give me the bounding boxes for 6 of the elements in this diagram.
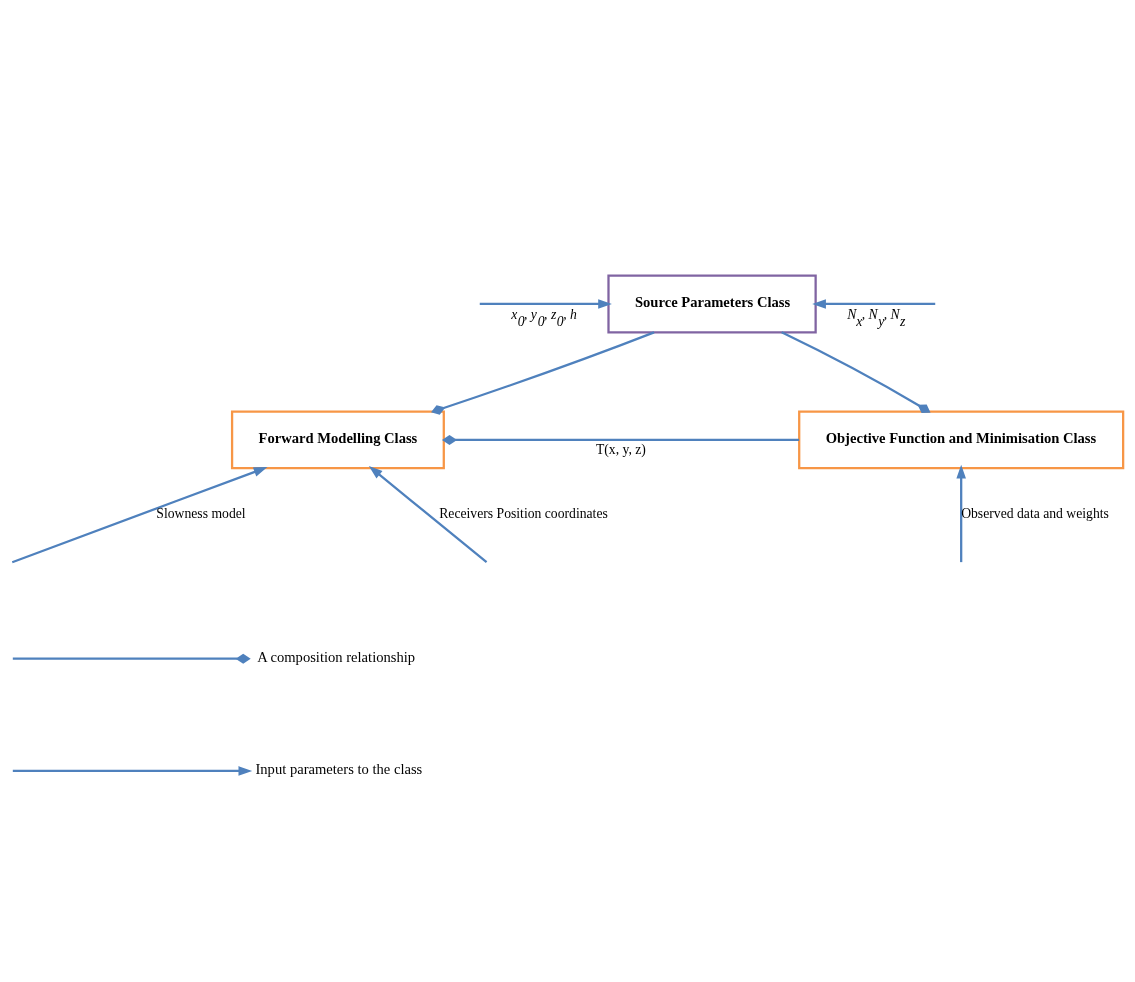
edge-label: Slowness model [156,505,246,521]
edge-label: Receivers Position coordinates [439,505,608,521]
legend-label: Input parameters to the class [255,760,423,777]
edge-label: Observed data and weights [961,505,1109,521]
legend-label: A composition relationship [257,648,416,665]
edge-label: T(x, y, z) [595,441,646,457]
